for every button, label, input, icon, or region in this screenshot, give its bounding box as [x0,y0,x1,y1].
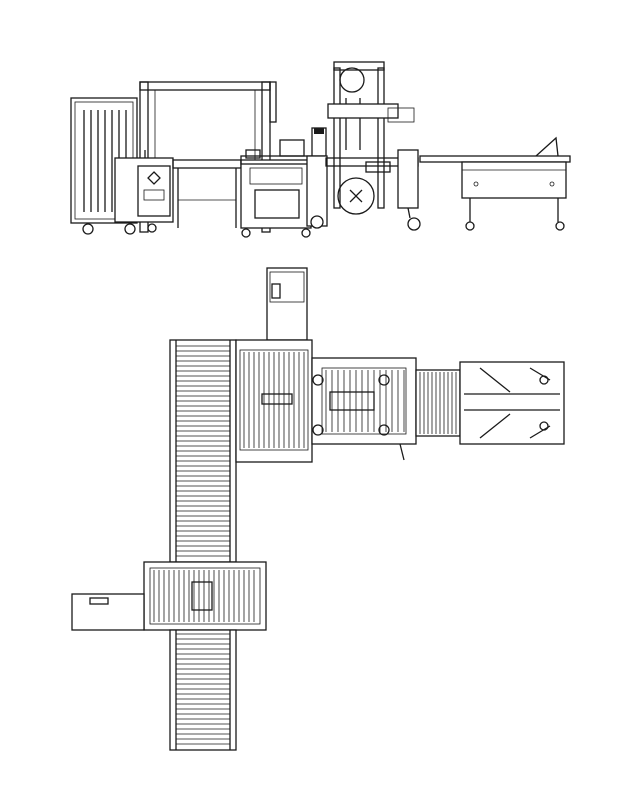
main-conveyor-lower [169,629,237,751]
leveling-foot [465,221,475,231]
leveling-foot [301,228,311,238]
motor-column [306,127,328,229]
caster-wheel [147,223,157,233]
star-wheel [349,189,363,203]
plan-control-cabinet [266,267,308,341]
caster-wheel [124,223,136,235]
plan-view [71,267,565,751]
caster-wheel [407,217,421,231]
sealer-unit [459,361,565,445]
outfeed-conveyor [419,136,571,231]
control-cabinet [114,150,174,233]
tape-roll [337,177,375,215]
side-elevation-view [70,61,571,238]
tape-roll [339,67,365,93]
caster-wheel [310,215,324,229]
forming-station [311,357,417,461]
caster-wheel [82,223,94,235]
forming-rollers [325,370,405,432]
case-sealer [325,61,421,231]
case-erector-body [240,139,312,238]
intermediate-rollers [419,372,457,434]
main-conveyor-upper [169,339,237,563]
conveyor-rollers [176,633,230,745]
lower-transfer-station [143,561,267,631]
feed-conveyor [172,159,242,228]
transfer-rollers [243,352,305,448]
leveling-foot [241,228,251,238]
side-cabinet [71,593,145,631]
leveling-foot [555,221,565,231]
lower-transfer-rollers [153,570,255,622]
conveyor-rollers [176,345,230,557]
overhead-frame [139,81,277,233]
transfer-station [235,339,313,463]
side-guide [535,136,559,157]
intermediate-conveyor [415,369,461,437]
warning-label-icon [147,171,161,185]
